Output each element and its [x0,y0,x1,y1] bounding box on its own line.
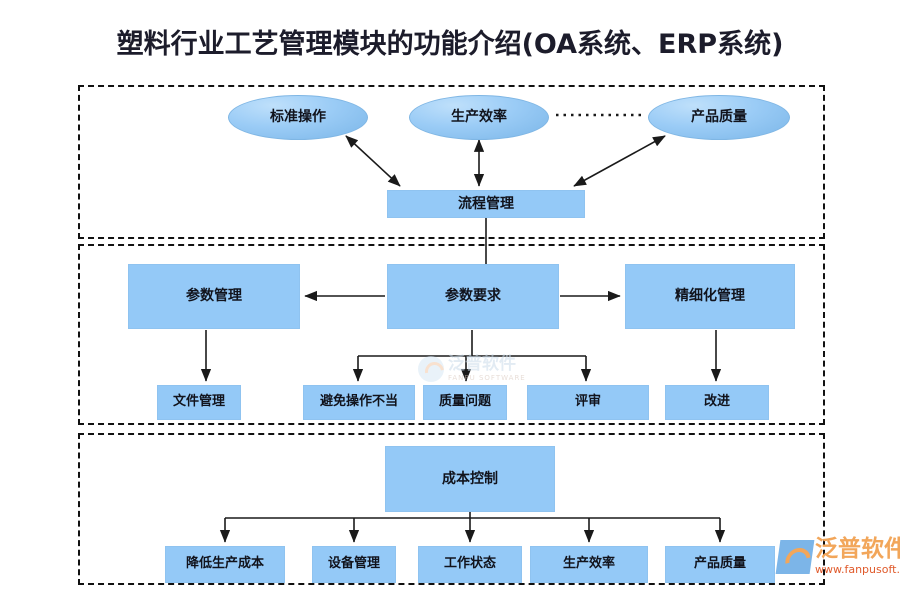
node-production-efficiency-cost[interactable]: 生产效率 [530,546,648,583]
node-improvement[interactable]: 改进 [665,385,769,420]
section-frame-parameter [78,244,825,425]
corner-logo-brand: 泛普软件 [815,536,900,562]
node-product-quality-process[interactable]: 产品质量 [648,95,790,140]
node-param-management[interactable]: 参数管理 [128,264,300,329]
node-file-management[interactable]: 文件管理 [157,385,241,420]
node-cost-control[interactable]: 成本控制 [385,446,555,512]
section-frame-cost [78,433,825,585]
node-quality-issue[interactable]: 质量问题 [423,385,507,420]
corner-logo-url: www.fanpusoft.com [815,563,900,576]
corner-logo-text: 泛普软件 www.fanpusoft.com [815,536,900,576]
node-standard-operation[interactable]: 标准操作 [228,95,368,140]
node-equipment-management[interactable]: 设备管理 [312,546,396,583]
node-lean-management[interactable]: 精细化管理 [625,264,795,329]
node-avoid-misoperation[interactable]: 避免操作不当 [303,385,415,420]
node-work-status[interactable]: 工作状态 [418,546,522,583]
node-product-quality-cost[interactable]: 产品质量 [665,546,775,583]
page-title: 塑料行业工艺管理模块的功能介绍(OA系统、ERP系统) [116,29,784,60]
node-param-requirement[interactable]: 参数要求 [387,264,559,329]
node-reduce-production-cost[interactable]: 降低生产成本 [165,546,285,583]
node-production-efficiency-process[interactable]: 生产效率 [409,95,549,140]
node-process-management[interactable]: 流程管理 [387,190,585,218]
node-review[interactable]: 评审 [527,385,649,420]
section-frame-process [78,85,825,239]
